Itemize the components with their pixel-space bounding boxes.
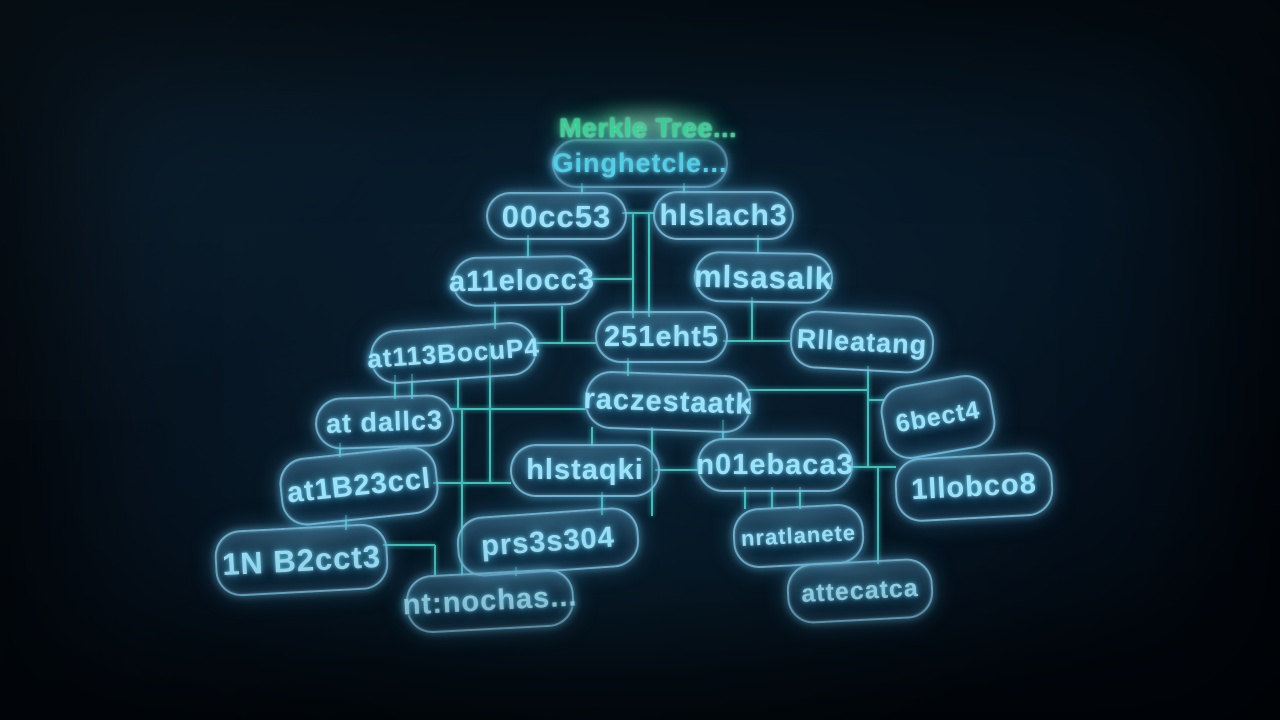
tree-node-ntnochas: nt:nochas... [402,567,578,635]
tree-node-251eht5: 251eht5 [595,311,728,363]
tree-node-root: Ginghetcle... [552,139,728,188]
tree-node-n01ebaca3: n01ebaca3 [696,438,853,492]
tree-node-at-dallc3: at dallc3 [314,393,455,451]
tree-node-00cc53: 00cc53 [486,192,627,240]
tree-node-a11elocc3: a11elocc3 [449,254,595,308]
title-glow [572,105,724,145]
tree-node-hlstaqki: hlstaqki [510,444,660,497]
diagram-title: Merkle Tree... [558,112,738,143]
tree-node-raczestaatk: raczestaatk [583,370,753,434]
tree-node-mlsasalk: mlsasalk [693,250,834,305]
tree-node-prs3s304: prs3s304 [455,505,641,579]
tree-node-hlslach3: hlslach3 [653,191,794,240]
tree-node-1n-b2cct3: 1N B2cct3 [213,522,390,598]
tree-node-rlleatang: Rlleatang [788,309,936,375]
tree-node-nratlanete: nratlanete [731,502,866,570]
tree-node-attecatca: attecatca [785,557,935,625]
tree-node-1llobco8: 1llobco8 [893,450,1055,524]
